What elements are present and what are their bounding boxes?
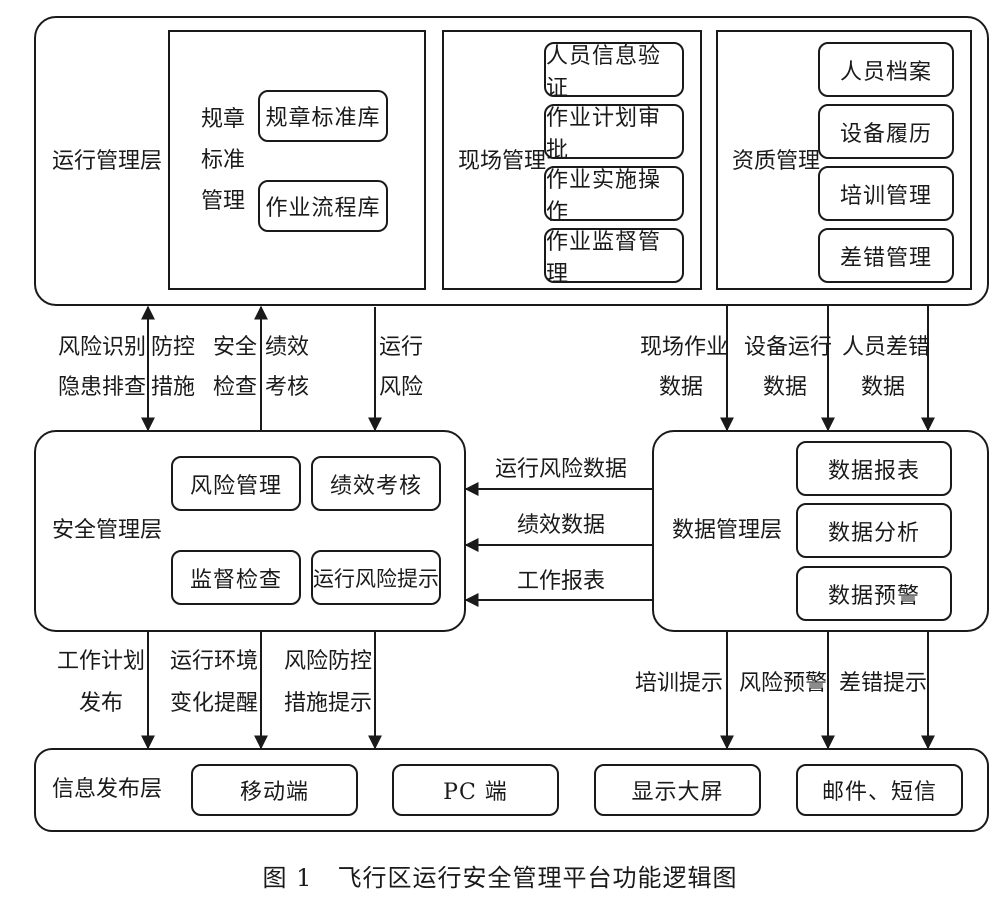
safety-item-inspection[interactable]: 监督检查 — [171, 550, 301, 605]
rules-title-line-3: 管理 — [200, 189, 245, 214]
qualification-item-archive[interactable]: 人员档案 — [818, 42, 954, 97]
flow-safety-check-1: 安全 — [212, 335, 257, 360]
flow-risk-identify-1: 风险识别 — [58, 335, 147, 360]
rules-title-line-2: 标准 — [200, 148, 245, 173]
flow-risk-identify-2: 隐患排查 — [58, 375, 147, 400]
field-item-verify[interactable]: 人员信息验证 — [544, 42, 684, 101]
data-layer-label: 数据管理层 — [672, 518, 783, 543]
flow-field-data-2: 数据 — [658, 375, 703, 400]
publish-item-pc[interactable]: PC 端 — [392, 764, 559, 816]
flow-risk-warning: 风险预警 — [738, 671, 827, 696]
flow-env-change-1: 运行环境 — [169, 649, 258, 674]
flow-safety-check-2: 检查 — [212, 375, 257, 400]
flow-work-plan-1: 工作计划 — [56, 649, 145, 674]
data-item-report[interactable]: 数据报表 — [796, 441, 952, 496]
publish-item-mobile[interactable]: 移动端 — [191, 764, 358, 816]
safety-item-performance[interactable]: 绩效考核 — [311, 456, 441, 511]
flow-performance-2: 考核 — [264, 375, 309, 400]
flow-env-change-2: 变化提醒 — [169, 691, 258, 716]
flow-operation-risk-2: 风险 — [378, 375, 423, 400]
flow-performance-1: 绩效 — [264, 335, 309, 360]
rules-panel — [168, 30, 426, 290]
data-item-analysis[interactable]: 数据分析 — [796, 503, 952, 558]
flow-operation-risk-1: 运行 — [378, 335, 423, 360]
data-item-warning[interactable]: 数据预警 — [796, 566, 952, 621]
publish-item-big-screen[interactable]: 显示大屏 — [594, 764, 761, 816]
field-item-plan-approval[interactable]: 作业计划审批 — [544, 104, 684, 163]
field-panel-title: 现场管理 — [458, 149, 547, 174]
flow-error-tip: 差错提示 — [838, 671, 927, 696]
qualification-panel-title: 资质管理 — [732, 149, 821, 174]
qualification-item-equipment[interactable]: 设备履历 — [818, 104, 954, 159]
safety-layer-label: 安全管理层 — [52, 518, 163, 543]
flow-staff-error-data-2: 数据 — [860, 375, 905, 400]
flow-staff-error-data-1: 人员差错 — [842, 335, 931, 360]
publish-layer-label: 信息发布层 — [52, 777, 163, 802]
safety-item-risk-tip[interactable]: 运行风险提示 — [311, 550, 441, 605]
flow-equipment-data-2: 数据 — [762, 375, 807, 400]
flow-work-report: 工作报表 — [516, 569, 605, 594]
flow-perf-data: 绩效数据 — [516, 513, 605, 538]
flow-field-data-1: 现场作业 — [640, 335, 729, 360]
qualification-item-training[interactable]: 培训管理 — [818, 166, 954, 221]
rules-title-line-1: 规章 — [200, 107, 245, 132]
rules-item-process[interactable]: 作业流程库 — [258, 180, 388, 232]
flow-prevention-1: 防控 — [150, 335, 195, 360]
publish-item-mail-sms[interactable]: 邮件、短信 — [796, 764, 963, 816]
flow-risk-measure-1: 风险防控 — [283, 649, 372, 674]
field-item-implementation[interactable]: 作业实施操作 — [544, 166, 684, 225]
figure-caption: 图 1 飞行区运行安全管理平台功能逻辑图 — [262, 864, 738, 892]
flow-op-risk-data: 运行风险数据 — [494, 457, 627, 482]
flow-risk-measure-2: 措施提示 — [283, 691, 372, 716]
field-item-supervision[interactable]: 作业监督管理 — [544, 228, 684, 287]
flow-prevention-2: 措施 — [150, 375, 195, 400]
operation-layer-label: 运行管理层 — [52, 149, 163, 174]
flow-training-tip: 培训提示 — [634, 671, 723, 696]
flow-work-plan-2: 发布 — [78, 691, 123, 716]
qualification-item-errors[interactable]: 差错管理 — [818, 228, 954, 283]
flow-equipment-data-1: 设备运行 — [744, 335, 833, 360]
safety-item-risk[interactable]: 风险管理 — [171, 456, 301, 511]
rules-item-standards[interactable]: 规章标准库 — [258, 90, 388, 142]
